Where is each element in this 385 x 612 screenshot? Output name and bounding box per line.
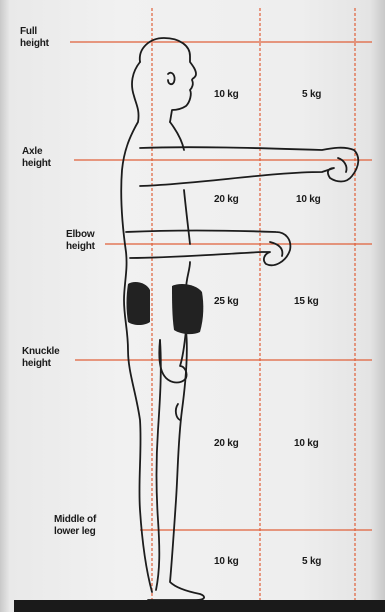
zone3-near-weight: 25 kg xyxy=(214,296,239,307)
zone5-far-weight: 5 kg xyxy=(302,556,321,567)
zone4-far-weight: 10 kg xyxy=(294,438,319,449)
rear-leg-outline xyxy=(156,340,161,590)
ear-icon xyxy=(168,73,175,84)
human-figure xyxy=(121,38,358,600)
belly-outline xyxy=(184,190,190,290)
chest-outline xyxy=(170,122,184,150)
label-mid-leg-line2: lower leg xyxy=(54,526,96,538)
knee-detail xyxy=(176,404,180,420)
label-knuckle-height: Knuckle height xyxy=(22,346,60,370)
lower-arm-outline xyxy=(126,231,290,266)
zone4-near-weight: 20 kg xyxy=(214,438,239,449)
hanging-hand-outline xyxy=(159,330,186,383)
label-elbow-height: Elbow height xyxy=(66,229,95,253)
floor-bar xyxy=(14,600,385,612)
label-knuckle-line1: Knuckle xyxy=(22,346,60,358)
zone2-near-weight: 20 kg xyxy=(214,194,239,205)
zone5-near-weight: 10 kg xyxy=(214,556,239,567)
shorts xyxy=(127,282,204,334)
label-elbow-line2: height xyxy=(66,241,95,253)
shorts-front xyxy=(172,284,203,334)
horizontal-guides xyxy=(70,42,372,530)
label-full-line1: Full xyxy=(20,26,49,38)
back-outline xyxy=(121,62,152,592)
label-mid-leg-line1: Middle of xyxy=(54,514,96,526)
label-knuckle-line2: height xyxy=(22,358,60,370)
zone3-far-weight: 15 kg xyxy=(294,296,319,307)
label-elbow-line1: Elbow xyxy=(66,229,95,241)
label-axle-height: Axle height xyxy=(22,146,51,170)
label-axle-line1: Axle xyxy=(22,146,51,158)
zone1-near-weight: 10 kg xyxy=(214,89,239,100)
label-full-height: Full height xyxy=(20,26,49,50)
upper-arm-outline xyxy=(140,147,358,186)
zone1-far-weight: 5 kg xyxy=(302,89,321,100)
label-mid-leg-height: Middle of lower leg xyxy=(54,514,96,538)
label-full-line2: height xyxy=(20,38,49,50)
label-axle-line2: height xyxy=(22,158,51,170)
shorts-back xyxy=(127,282,151,325)
zone2-far-weight: 10 kg xyxy=(296,194,321,205)
